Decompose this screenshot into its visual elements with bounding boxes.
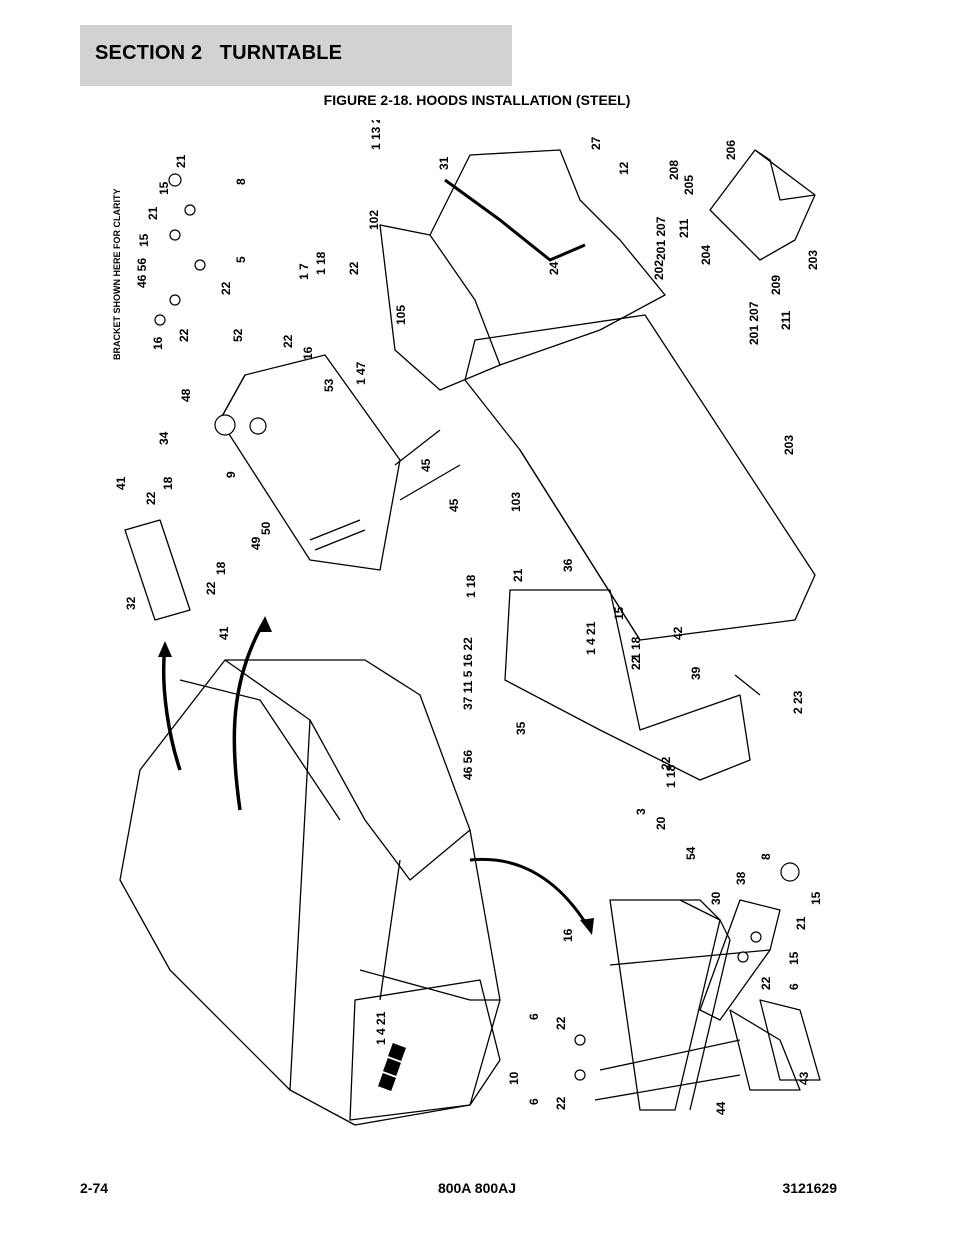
callout: 22 xyxy=(177,328,191,342)
callout: 21 xyxy=(146,206,160,220)
callout: 1 7 xyxy=(297,263,311,280)
callout: 6 xyxy=(527,1098,541,1105)
callout: 203 xyxy=(782,435,796,455)
page-number: 2-74 xyxy=(80,1180,109,1196)
exploded-parts-drawing: BRACKET SHOWN HERE FOR CLARITY 1 13 21 1… xyxy=(112,120,823,1126)
callout: 27 xyxy=(589,136,603,150)
section-header-bar: SECTION 2 TURNTABLE xyxy=(80,25,512,86)
callout: 1 18 xyxy=(664,764,678,788)
callout: 22 xyxy=(347,261,361,275)
callout: 16 xyxy=(301,346,315,360)
callout: 203 xyxy=(806,250,820,270)
callout: 32 xyxy=(124,596,138,610)
callout: 24 xyxy=(547,261,561,275)
callout: 21 xyxy=(511,568,525,582)
callout: 21 xyxy=(794,916,808,930)
part-number: 3121629 xyxy=(782,1180,837,1196)
callout: 21 xyxy=(174,154,188,168)
callout: 53 xyxy=(322,378,336,392)
callout: 45 xyxy=(419,458,433,472)
callout: 1 47 xyxy=(354,361,368,385)
callout: 37 11 5 16 22 xyxy=(461,637,475,710)
callout: 15 xyxy=(809,891,823,905)
callout: 49 xyxy=(249,536,263,550)
callout: 35 xyxy=(514,721,528,735)
callout: 22 xyxy=(281,334,295,348)
callout: 22 xyxy=(659,756,673,770)
callout: 15 xyxy=(612,606,626,620)
callout: 22 xyxy=(759,976,773,990)
callout: 204 xyxy=(699,245,713,265)
callout: 41 xyxy=(217,626,231,640)
callout: 44 xyxy=(714,1101,728,1115)
note-label: BRACKET SHOWN HERE FOR CLARITY xyxy=(112,189,122,361)
callout: 42 xyxy=(671,626,685,640)
callout: 22 xyxy=(629,656,643,670)
callout: 105 xyxy=(394,305,408,325)
callout: 22 xyxy=(554,1096,568,1110)
callout: 206 xyxy=(724,140,738,160)
callout: 36 xyxy=(561,558,575,572)
callout: 22 xyxy=(554,1016,568,1030)
callout: 50 xyxy=(259,521,273,535)
callout: 46 56 xyxy=(135,258,149,288)
callout: 52 xyxy=(231,328,245,342)
callout: 9 xyxy=(224,471,238,478)
callout: 22 xyxy=(204,581,218,595)
callout: 22 xyxy=(219,281,233,295)
callout: 201 207 xyxy=(747,301,761,345)
callout: 1 4 21 xyxy=(374,1011,388,1045)
callout: 43 xyxy=(797,1071,811,1085)
callout: 16 xyxy=(151,336,165,350)
callout: 6 xyxy=(527,1013,541,1020)
callout: 6 xyxy=(787,983,801,990)
callout: 20 xyxy=(654,816,668,830)
callout: 30 xyxy=(709,891,723,905)
callout: 18 xyxy=(214,561,228,575)
callout: 22 xyxy=(144,491,158,505)
callout: 201 207 xyxy=(654,216,668,260)
callout: 15 xyxy=(137,233,151,247)
callout: 1 13 21 17 xyxy=(369,120,383,150)
callout: 205 xyxy=(682,175,696,195)
callout: 18 xyxy=(161,476,175,490)
callout: 34 xyxy=(157,431,171,445)
callout: 102 xyxy=(367,210,381,230)
callout: 54 xyxy=(684,846,698,860)
callout: 15 xyxy=(787,951,801,965)
callout: 39 xyxy=(689,666,703,680)
callout: 2 23 xyxy=(791,690,805,714)
callout: 16 xyxy=(561,928,575,942)
callout: 10 xyxy=(507,1071,521,1085)
callout: 103 xyxy=(509,492,523,512)
callout: 41 xyxy=(114,476,128,490)
callout: 38 xyxy=(734,871,748,885)
callout: 1 18 xyxy=(464,574,478,598)
callout: 46 56 xyxy=(461,750,475,780)
callout: 5 xyxy=(234,256,248,263)
callout: 31 xyxy=(437,156,451,170)
callout: 1 18 xyxy=(629,636,643,660)
callout: 209 xyxy=(769,275,783,295)
model-label: 800A 800AJ xyxy=(437,1180,517,1196)
callout: 1 18 xyxy=(314,251,328,275)
callout: 8 xyxy=(234,178,248,185)
callout: 211 xyxy=(779,310,793,330)
callout: 15 xyxy=(157,181,171,195)
callout: 45 xyxy=(447,498,461,512)
figure-title: FIGURE 2-18. HOODS INSTALLATION (STEEL) xyxy=(323,92,631,108)
callout: 211 xyxy=(677,218,691,238)
callout: 1 4 21 xyxy=(584,621,598,655)
callout: 12 xyxy=(617,161,631,175)
callout: 202 xyxy=(652,260,666,280)
callout: 8 xyxy=(759,853,773,860)
callout: 208 xyxy=(667,160,681,180)
section-title: SECTION 2 TURNTABLE xyxy=(95,42,343,64)
callout: 3 xyxy=(634,808,648,815)
callout: 48 xyxy=(179,388,193,402)
